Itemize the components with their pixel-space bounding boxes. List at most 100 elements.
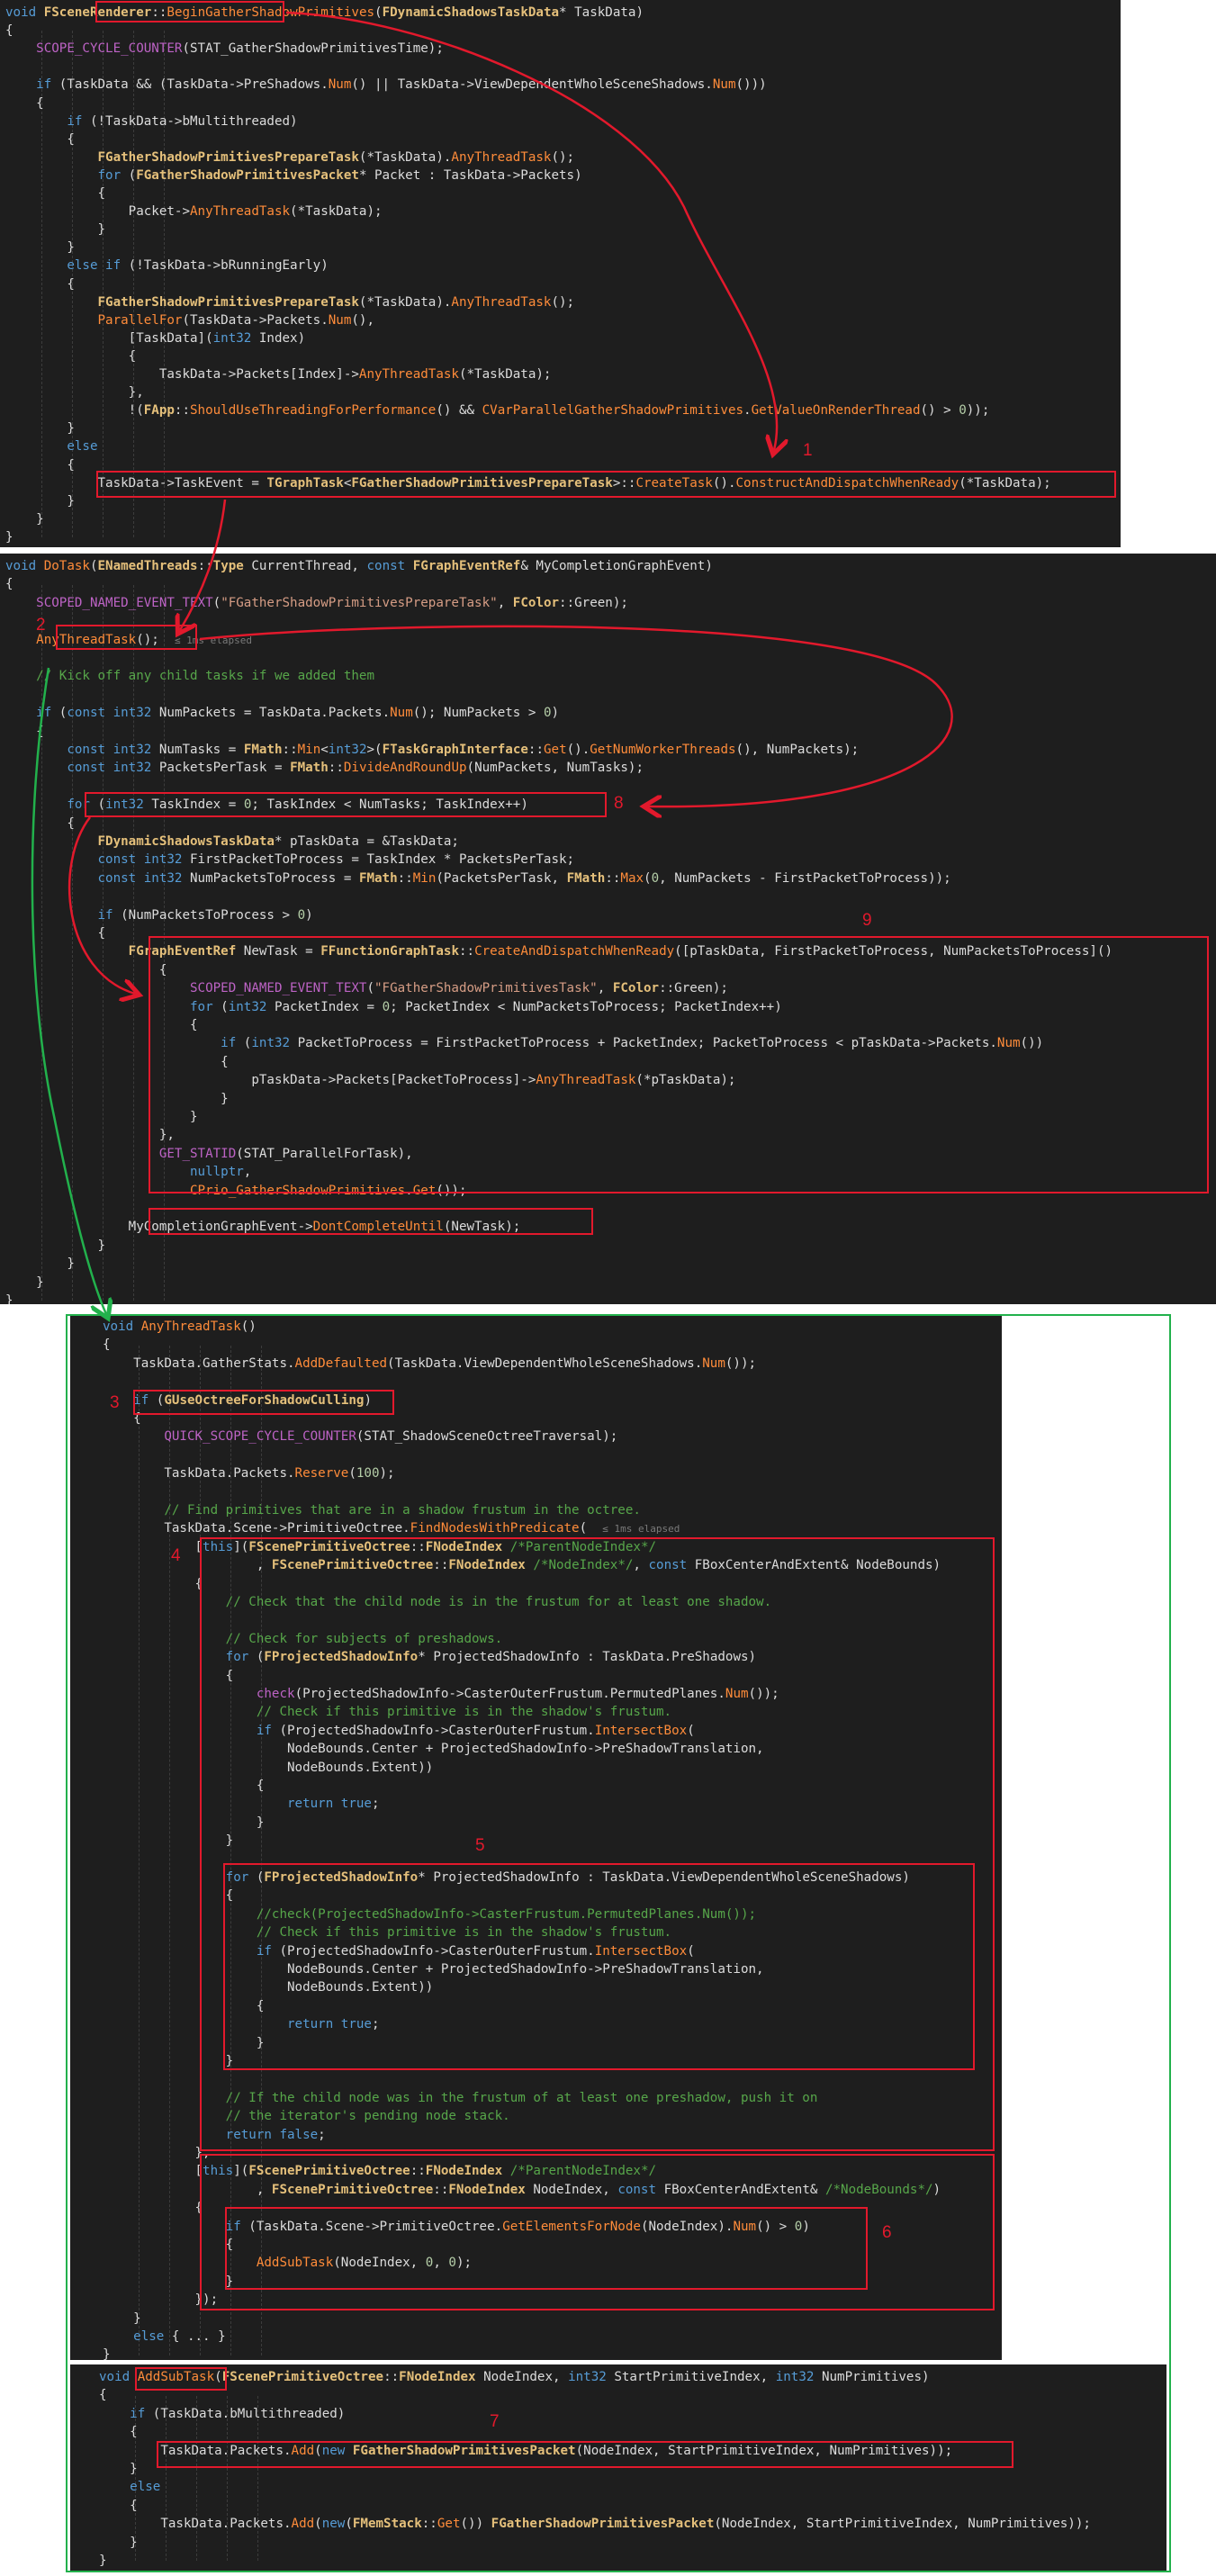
marker-9: 9 xyxy=(862,911,872,930)
code-token: () > xyxy=(920,403,959,419)
code-token: FGraphEventRef xyxy=(128,944,237,959)
code-token: (STAT_ShadowSceneOctreeTraversal); xyxy=(356,1429,618,1445)
indent-guide xyxy=(261,1345,262,2355)
code-token: Get xyxy=(412,1183,437,1198)
code-line: { xyxy=(5,575,14,593)
code-token: AnyThreadTask xyxy=(36,632,137,647)
code-token: // If the child node was in the frustum … xyxy=(225,2090,818,2105)
code-token: ShouldUseThreadingForPerformance xyxy=(190,403,437,419)
code-line: { xyxy=(5,961,167,979)
code-token: (); NumPackets > xyxy=(412,706,544,721)
code-token: (PacketsPerTask, xyxy=(436,870,567,886)
indent-guide xyxy=(133,584,134,1302)
code-line: } xyxy=(5,510,44,528)
code-token: for xyxy=(97,167,122,183)
code-token: Num xyxy=(733,2219,757,2234)
code-token: FMath xyxy=(358,870,398,886)
code-token: :: xyxy=(410,2164,426,2179)
code-token: (), xyxy=(351,312,375,328)
code-line: CPrio_GatherShadowPrimitives.Get()); xyxy=(5,1182,467,1200)
code-token: ( xyxy=(89,559,98,573)
code-token: const int32 xyxy=(97,870,183,886)
code-token: if xyxy=(256,1943,272,1959)
code-token: < xyxy=(343,475,352,491)
code-line: } xyxy=(103,1832,234,1850)
code-token: ); xyxy=(379,1466,395,1482)
code-line: FGatherShadowPrimitivesPrepareTask(*Task… xyxy=(5,293,575,311)
code-token: (). xyxy=(566,743,590,757)
code-token: QUICK_SCOPE_CYCLE_COUNTER xyxy=(164,1429,356,1445)
code-line: { xyxy=(103,2199,203,2217)
marker-1: 1 xyxy=(803,441,813,460)
code-token: TaskData.GatherStats. xyxy=(103,1356,295,1371)
code-token: . xyxy=(743,403,752,419)
code-line: , FScenePrimitiveOctree::FNodeIndex Node… xyxy=(103,2181,941,2199)
code-line: if (TaskData.Scene->PrimitiveOctree.GetE… xyxy=(103,2218,810,2236)
code-token: FindNodesWithPredicate xyxy=(410,1521,580,1536)
code-token: FTaskGraphInterface xyxy=(382,743,528,757)
code-line: else if (!TaskData->bRunningEarly) xyxy=(5,257,328,275)
code-line: NodeBounds.Center + ProjectedShadowInfo-… xyxy=(103,1740,764,1758)
indent-guide xyxy=(257,2395,258,2562)
code-token: (*TaskData). xyxy=(358,149,452,165)
code-token: /*ParentNodeIndex*/ xyxy=(509,1539,657,1554)
code-line: { xyxy=(5,1053,229,1071)
code-line: { xyxy=(5,22,14,40)
code-token: GUseOctreeForShadowCulling xyxy=(164,1392,365,1408)
code-line: } xyxy=(103,1814,265,1832)
code-token: Add xyxy=(291,2443,315,2458)
code-token: 0 xyxy=(297,907,306,923)
code-token: else xyxy=(67,439,98,455)
highlight-predicate-lambda xyxy=(200,1537,995,2151)
code-token: :: xyxy=(433,1558,449,1573)
code-line: SCOPE_CYCLE_COUNTER(STAT_GatherShadowPri… xyxy=(5,40,444,58)
indent-guide xyxy=(227,2395,228,2562)
code-line: TaskData.Packets.Add(new FGatherShadowPr… xyxy=(99,2442,952,2460)
code-token: () || TaskData->ViewDependentWholeSceneS… xyxy=(351,77,713,93)
code-token: AnyThreadTask xyxy=(358,367,459,382)
code-token: (NumPackets, NumTasks); xyxy=(466,761,644,776)
code-token: new xyxy=(321,2443,353,2458)
code-token: NodeIndex, xyxy=(525,2182,618,2197)
code-token: :: xyxy=(458,944,475,959)
code-token: IntersectBox xyxy=(594,1943,688,1959)
marker-2: 2 xyxy=(36,616,46,635)
code-token: { xyxy=(5,577,14,592)
code-token: * Packet : TaskData->Packets) xyxy=(358,167,582,183)
code-token: ( xyxy=(345,2517,353,2532)
code-token: ); xyxy=(455,2256,473,2271)
highlight-create-task xyxy=(96,471,1116,498)
code-token: () xyxy=(240,1320,257,1334)
code-token: Num xyxy=(712,77,736,93)
highlight-add-sub-task-name xyxy=(135,2367,227,2391)
code-token: { xyxy=(5,23,14,39)
code-line: !(FApp::ShouldUseThreadingForPerformance… xyxy=(5,401,990,419)
code-token: ( xyxy=(348,1466,356,1482)
code-token: } xyxy=(103,1815,265,1830)
code-line: MyCompletionGraphEvent->DontCompleteUnti… xyxy=(5,1218,521,1236)
code-token: // Find primitives that are in a shadow … xyxy=(164,1503,641,1518)
code-token: { xyxy=(5,348,137,364)
code-token: this xyxy=(203,2164,234,2179)
code-line: const int32 PacketsPerTask = FMath::Divi… xyxy=(5,759,644,777)
code-token: return false xyxy=(225,2127,319,2142)
code-token: { xyxy=(5,131,75,147)
arrow-any-thread-to-function xyxy=(31,667,106,1314)
code-token: FMath xyxy=(243,743,283,757)
code-token: { xyxy=(103,1888,234,1904)
code-token: FMath xyxy=(566,870,606,886)
code-token: FColor xyxy=(612,981,660,996)
code-line: [TaskData](int32 Index) xyxy=(5,329,305,347)
code-token: TaskData.Packets. xyxy=(103,1466,295,1482)
code-line: if (ProjectedShadowInfo->CasterOuterFrus… xyxy=(103,1942,695,1960)
code-token: if xyxy=(36,77,52,93)
code-token: ; xyxy=(371,2017,380,2032)
code-token: & MyCompletionGraphEvent) xyxy=(520,559,713,573)
code-line: for (FGatherShadowPrimitivesPacket* Pack… xyxy=(5,167,582,185)
code-line: { xyxy=(103,1997,265,2015)
code-token: NodeBounds.Center + ProjectedShadowInfo-… xyxy=(103,1962,764,1977)
code-token: if xyxy=(221,1036,237,1051)
code-token: const int32 xyxy=(67,743,152,757)
code-line: } xyxy=(103,2310,141,2328)
code-token: (ProjectedShadowInfo->CasterOuterFrustum… xyxy=(271,1943,595,1959)
